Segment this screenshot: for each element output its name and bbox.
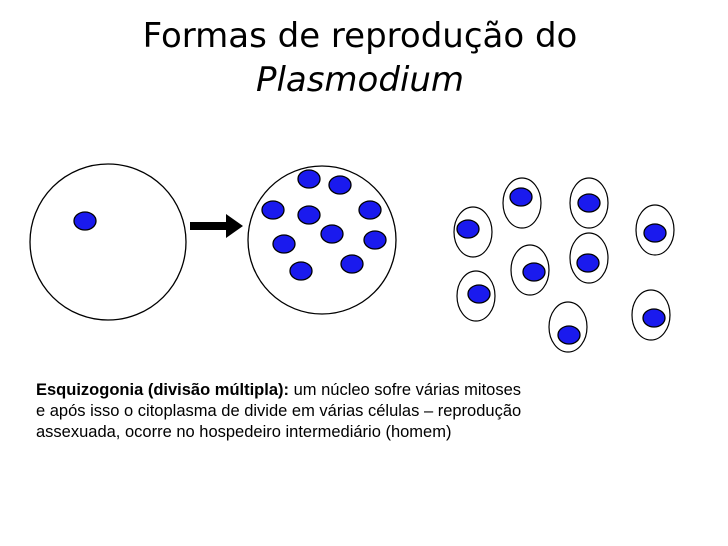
daughter-cell (631, 289, 671, 341)
nucleus (289, 261, 313, 281)
cell-membrane (29, 163, 187, 321)
daughter-cell (548, 301, 588, 353)
nucleus (320, 224, 344, 244)
daughter-cells (453, 177, 675, 353)
slide-title: Formas de reprodução do Plasmodium (40, 14, 680, 102)
nucleus (363, 230, 387, 250)
multinucleate-cell (247, 165, 397, 315)
nucleus (297, 205, 321, 225)
nucleus (340, 254, 364, 274)
cell-membrane (247, 165, 397, 315)
daughter-cell (569, 232, 609, 284)
nucleus (272, 234, 296, 254)
nucleus (358, 200, 382, 220)
title-line-1: Formas de reprodução do (142, 16, 578, 56)
nucleus (297, 169, 321, 189)
single-nucleus-cell (29, 163, 187, 321)
title-line-2: Plasmodium (255, 60, 465, 100)
daughter-cell (453, 206, 493, 258)
arrow-icon (190, 214, 243, 238)
nucleus (328, 175, 352, 195)
nucleus (73, 211, 97, 231)
caption-description: um núcleo sofre várias mitoses e após is… (36, 381, 522, 441)
nucleus (261, 200, 285, 220)
daughter-cell (456, 270, 496, 322)
caption: Esquizogonia (divisão múltipla): um núcl… (36, 380, 526, 443)
caption-term: Esquizogonia (divisão múltipla): (36, 381, 290, 399)
daughter-cell (635, 204, 675, 256)
daughter-cell (502, 177, 542, 229)
daughter-cell (569, 177, 609, 229)
daughter-cell (510, 244, 550, 296)
